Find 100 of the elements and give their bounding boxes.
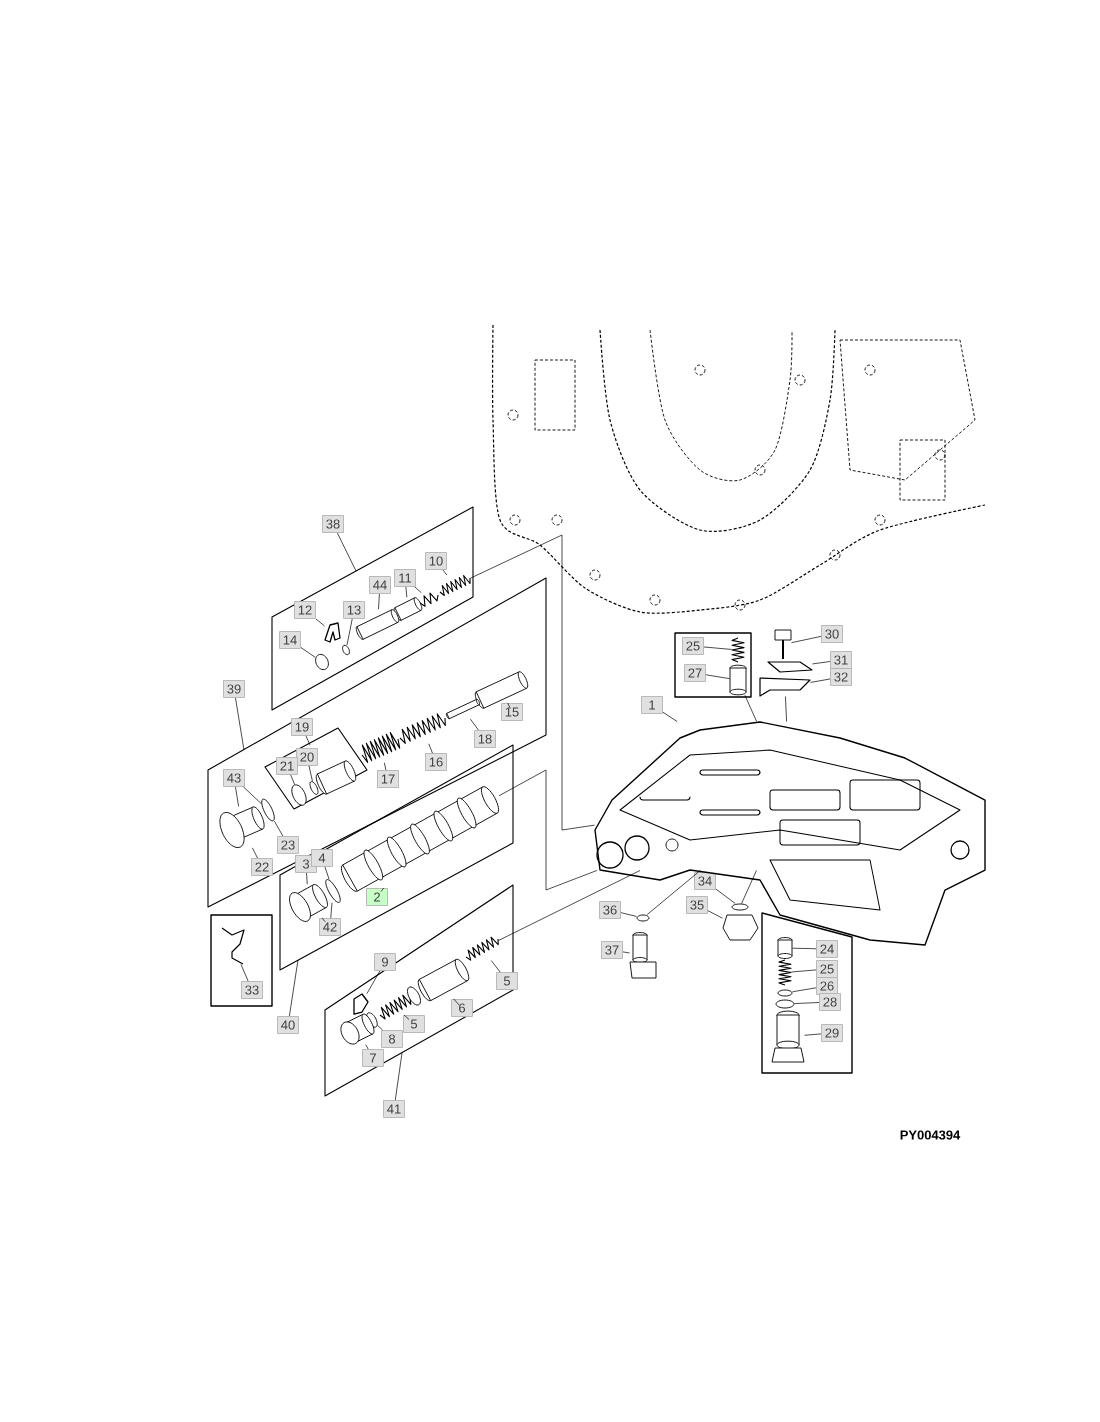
leader-line: [703, 646, 732, 650]
plug: [771, 1010, 805, 1063]
callout-number: 26: [816, 977, 838, 995]
callout-number: 43: [223, 769, 245, 787]
frame: [674, 632, 752, 698]
callout-number: 24: [816, 940, 838, 958]
spool: [729, 664, 747, 696]
frame: [761, 912, 853, 1074]
spool: [340, 786, 500, 892]
callout-number: 9: [374, 953, 396, 971]
callout-number: 37: [601, 941, 623, 959]
callout-number: 36: [599, 901, 621, 919]
leader-line: [707, 910, 723, 919]
assembly-line: [646, 870, 701, 915]
spring: [439, 574, 471, 597]
pin: [445, 698, 481, 720]
leader-line: [791, 969, 817, 973]
callout-number: 20: [296, 748, 318, 766]
bolt: [774, 629, 792, 660]
washer: [636, 914, 650, 922]
leader-line: [507, 702, 511, 709]
assembly-line: [470, 534, 595, 831]
nut: [722, 914, 759, 941]
leader-line: [337, 532, 357, 572]
callout-number: 22: [251, 858, 273, 876]
leader-line: [330, 902, 333, 919]
leader-line: [804, 1033, 822, 1036]
leader-line: [405, 586, 408, 598]
callout-number: 13: [343, 601, 365, 619]
washer: [777, 989, 793, 997]
plug: [340, 1013, 375, 1045]
frame: [210, 914, 273, 1007]
leader-line: [300, 647, 316, 658]
callout-number: 41: [383, 1100, 405, 1118]
leader-line: [442, 569, 448, 576]
frame: [324, 884, 514, 1097]
leader-line: [705, 674, 730, 679]
callout-number: 40: [277, 1016, 299, 1034]
callout-number: 2: [366, 888, 388, 906]
leader-line: [810, 678, 831, 683]
leader-line: [792, 947, 817, 950]
leader-line: [620, 912, 637, 917]
callout-number: 6: [451, 999, 473, 1017]
leader-line: [315, 618, 325, 627]
callout-number: 1: [641, 696, 663, 714]
leader-line: [306, 872, 308, 885]
callout-number: 5: [496, 972, 518, 990]
drawing-number: PY004394: [900, 1130, 961, 1140]
spring: [465, 936, 499, 961]
leader-line: [366, 970, 381, 994]
ring: [261, 798, 275, 822]
spring: [399, 713, 446, 744]
frame: [271, 506, 474, 711]
leader-line: [622, 951, 630, 954]
callout-number: 32: [830, 668, 852, 686]
callout-number: 18: [474, 730, 496, 748]
callout-number: 10: [425, 552, 447, 570]
leader-line: [470, 718, 479, 731]
callout-number: 15: [501, 703, 523, 721]
leader-line: [490, 960, 501, 973]
callout-number: 8: [381, 1030, 403, 1048]
leader-line: [794, 1002, 820, 1004]
spring: [379, 994, 412, 1020]
ring: [342, 644, 350, 656]
ring: [309, 781, 319, 795]
washer: [775, 999, 795, 1009]
spool: [474, 671, 529, 709]
leader-line: [308, 765, 313, 782]
leader-line: [321, 917, 326, 923]
leader-line: [324, 866, 330, 880]
leader-line: [235, 786, 239, 807]
callout-number: 5: [403, 1015, 425, 1033]
ring: [325, 879, 341, 903]
leader-line: [243, 786, 262, 805]
callout-number: 25: [816, 960, 838, 978]
clip: [353, 993, 369, 1015]
leader-line: [380, 887, 385, 892]
assembly-line: [741, 870, 757, 904]
plug: [219, 806, 265, 848]
callout-number: 44: [369, 576, 391, 594]
leader-line: [715, 888, 736, 904]
leader-line: [305, 735, 311, 746]
callout-number: 12: [294, 601, 316, 619]
leader-line: [377, 1025, 383, 1031]
callout-number: 16: [425, 753, 447, 771]
frame: [279, 744, 514, 971]
spring: [361, 732, 401, 763]
fork: [221, 927, 245, 965]
plug: [289, 884, 328, 922]
callout-number: 33: [241, 981, 263, 999]
leader-line: [365, 1044, 369, 1050]
plate: [759, 677, 811, 697]
leader-line: [394, 1052, 403, 1101]
plug: [315, 653, 329, 671]
leader-line: [378, 593, 380, 610]
valve: [777, 937, 793, 959]
plug: [629, 932, 657, 979]
callout-number: 29: [821, 1024, 843, 1042]
callout-number: 35: [686, 896, 708, 914]
assembly-line: [785, 696, 787, 722]
